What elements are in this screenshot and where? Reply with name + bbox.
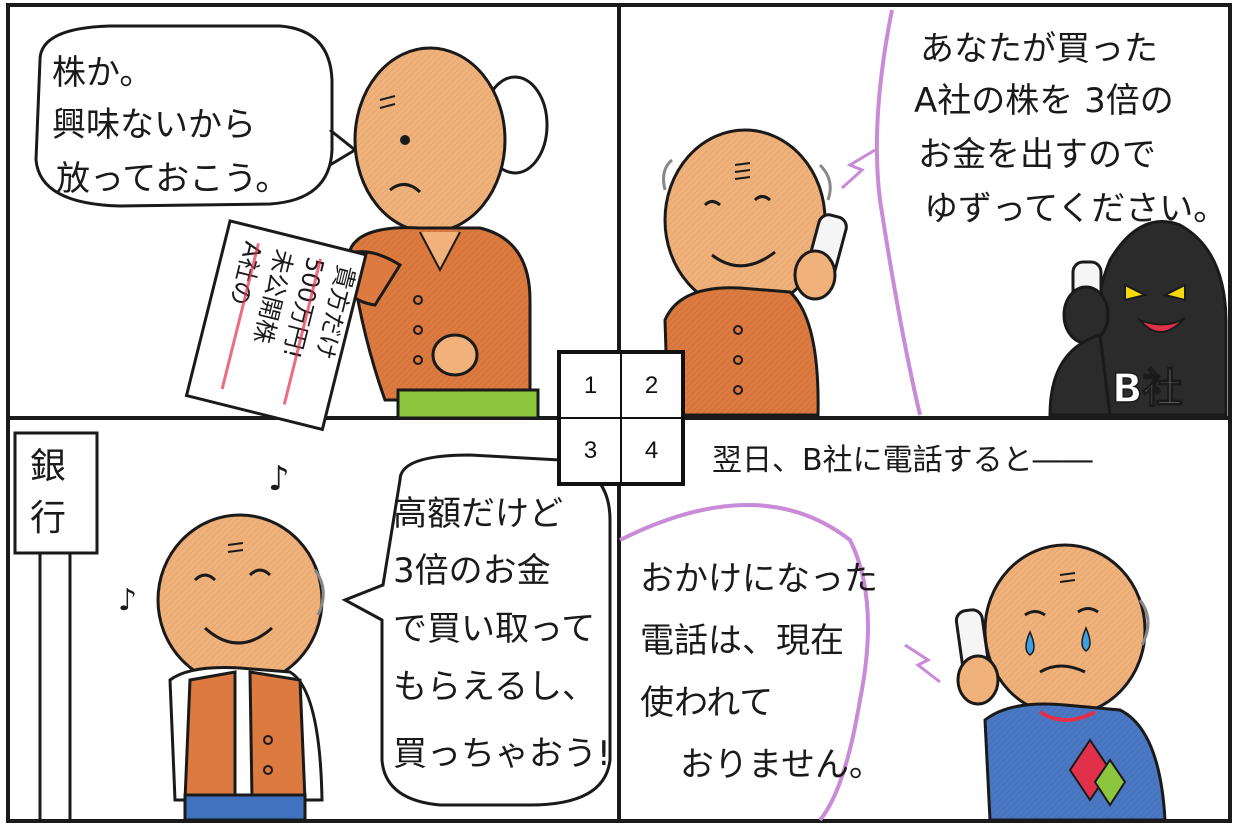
panel-4-narration: 翌日、B社に電話すると――: [712, 443, 1093, 478]
panel-3-speech-line-3: で買い取って: [393, 609, 595, 649]
tear-drop: [1025, 630, 1035, 656]
index-cell-4: 4: [621, 418, 682, 483]
panel-1-speech-line-2: 興味ないから: [52, 105, 256, 145]
panel-3-speech-line-4: もらえるし、: [393, 667, 596, 707]
panel-4-speech-line-2: 電話は、現在: [640, 621, 844, 661]
panel-2-speech-line-2: A社の株を 3倍の: [914, 81, 1174, 121]
music-note-icon: ♪: [268, 459, 290, 499]
panel-4-speech-line-3: 使われて: [640, 683, 773, 723]
panel-2-speech-line-1: あなたが買った: [920, 29, 1158, 69]
panel-1: 株か。 興味ないから 放っておこう。 A社の 未公開株 500万円!: [34, 24, 549, 432]
bald-man-figure: [333, 46, 549, 420]
bank-sign-char-1: 銀: [30, 446, 66, 487]
b-company-character: B社: [1048, 220, 1228, 417]
phone-line: [874, 9, 922, 416]
panel-index-grid: 1 2 3 4: [557, 350, 685, 486]
music-note-icon-2: ♪: [118, 583, 137, 618]
index-cell-3: 3: [560, 418, 621, 483]
old-man-on-phone: [662, 128, 848, 417]
index-cell-1: 1: [560, 353, 621, 418]
panel-4-speech-line-1: おかけになった: [640, 559, 878, 599]
bank-sign: [13, 431, 99, 555]
panel-1-speech-line-3: 放っておこう。: [56, 159, 289, 199]
panel-4: 翌日、B社に電話すると―― おかけになった 電話は、現在 使われて おりません。: [619, 443, 1167, 822]
stock-flyer: A社の 未公開株 500万円! 貴方だけ: [184, 219, 368, 432]
panel-1-speech-line-1: 株か。: [52, 53, 153, 93]
happy-man-figure: [156, 513, 325, 822]
bank-sign-char-2: 行: [30, 498, 66, 539]
b-company-badge: B社: [1112, 366, 1183, 412]
panel-4-speech-line-4: おりません。: [680, 745, 883, 785]
index-cell-2: 2: [621, 353, 682, 418]
panel-2-speech-line-3: お金を出すので: [918, 135, 1156, 175]
phone-line-4: [619, 503, 870, 822]
panel-2-speech-line-4: ゆずってください。: [924, 189, 1227, 229]
panel-3: 銀 行 ♪ ♪ 高額だけど 3倍のお金 で買い取って もらえるし、 買っちゃおう…: [13, 431, 612, 822]
panel-2: あなたが買った A社の株を 3倍の お金を出すので ゆずってください。: [662, 9, 1228, 417]
panel-3-speech-line-2: 3倍のお金: [393, 551, 551, 591]
panel-3-speech-line-1: 高額だけど: [393, 494, 563, 534]
sad-man-figure: [954, 543, 1167, 822]
panel-1-speech-bubble: [34, 24, 358, 208]
panel-3-speech-line-5: 買っちゃおう!: [393, 734, 611, 774]
panel-3-speech-bubble: [341, 453, 612, 807]
